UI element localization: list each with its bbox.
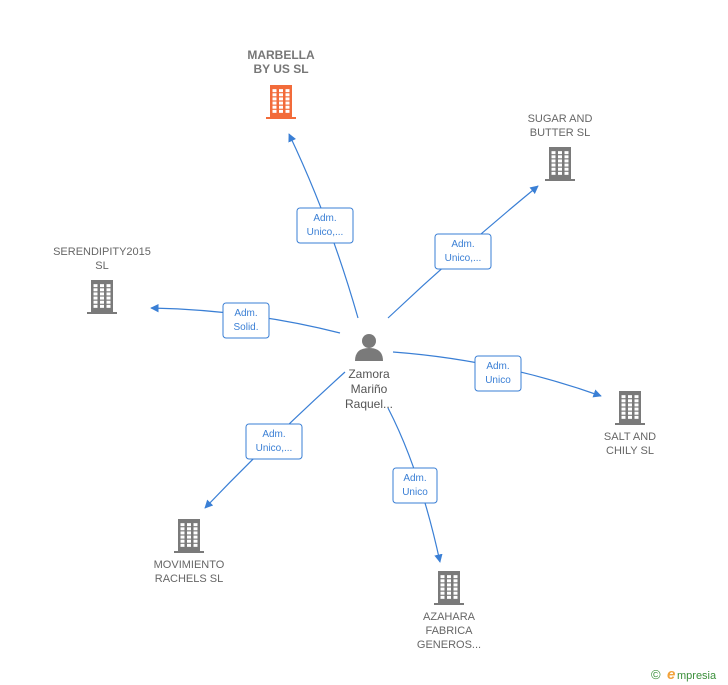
company-label: BUTTER SL bbox=[530, 127, 591, 139]
edge-label-text: Unico,... bbox=[307, 227, 344, 238]
edge-label-box[interactable] bbox=[296, 207, 354, 244]
building-icon bbox=[545, 147, 575, 181]
edge-label-box[interactable] bbox=[222, 302, 270, 339]
building-icon bbox=[615, 391, 645, 425]
edge-label-text: Adm. bbox=[313, 213, 336, 224]
company-node-movimiento[interactable]: MOVIMIENTO RACHELS SL bbox=[154, 519, 225, 585]
company-label: MARBELLA bbox=[247, 48, 315, 62]
edge-sugar[interactable]: Adm. Unico,... bbox=[387, 185, 539, 319]
copyright-symbol: © bbox=[651, 667, 661, 682]
edge-label-text: Unico bbox=[485, 375, 511, 386]
edge-label-text: Adm. bbox=[234, 308, 257, 319]
edge-salt[interactable]: Adm. Unico bbox=[392, 351, 602, 398]
edge-label-box[interactable] bbox=[245, 423, 303, 460]
edge-label-text: Unico,... bbox=[445, 253, 482, 264]
building-icon bbox=[434, 571, 464, 605]
brand-initial: e bbox=[667, 666, 675, 683]
footer-brand: © e mpresia bbox=[651, 666, 717, 683]
edge-azahara[interactable]: Adm. Unico bbox=[387, 407, 443, 563]
edge-label-text: Adm. bbox=[403, 473, 426, 484]
edge-label-text: Adm. bbox=[262, 429, 285, 440]
company-label: SALT AND bbox=[604, 431, 656, 443]
company-label: RACHELS SL bbox=[155, 573, 223, 585]
person-icon bbox=[355, 334, 383, 361]
company-label: SL bbox=[95, 260, 108, 272]
company-label: CHILY SL bbox=[606, 445, 654, 457]
company-label: SUGAR AND bbox=[528, 113, 593, 125]
edge-serendipity[interactable]: Adm. Solid. bbox=[150, 302, 341, 339]
person-label: Zamora bbox=[348, 367, 390, 381]
person-node[interactable]: ZamoraMariñoRaquel... bbox=[345, 334, 393, 411]
edge-label-text: Solid. bbox=[233, 322, 258, 333]
building-icon bbox=[174, 519, 204, 553]
person-label: Mariño bbox=[351, 382, 388, 396]
person-label: Raquel... bbox=[345, 397, 393, 411]
edge-label-text: Unico bbox=[402, 487, 428, 498]
edge-label-text: Unico,... bbox=[256, 443, 293, 454]
company-node-salt[interactable]: SALT AND CHILY SL bbox=[604, 391, 656, 457]
edge-movimiento[interactable]: Adm. Unico,... bbox=[204, 371, 346, 509]
company-node-azahara[interactable]: AZAHARA FABRICA GENEROS... bbox=[417, 571, 481, 651]
edge-label-box[interactable] bbox=[474, 355, 522, 392]
company-label: FABRICA bbox=[425, 625, 473, 637]
company-label: GENEROS... bbox=[417, 639, 481, 651]
edges-layer: Adm.Unico,...Adm.Unico,...Adm.Solid.Adm.… bbox=[150, 133, 602, 563]
brand-name: mpresia bbox=[677, 670, 717, 682]
building-icon bbox=[87, 280, 117, 314]
edge-label-text: Adm. bbox=[451, 239, 474, 250]
company-node-sugar[interactable]: SUGAR AND BUTTER SL bbox=[528, 113, 593, 181]
company-label: AZAHARA bbox=[423, 611, 476, 623]
company-label: BY US SL bbox=[253, 62, 308, 76]
edge-label-text: Adm. bbox=[486, 361, 509, 372]
company-label: MOVIMIENTO bbox=[154, 559, 225, 571]
building-icon bbox=[266, 85, 296, 119]
edge-marbella[interactable]: Adm. Unico,... bbox=[288, 133, 359, 319]
edge-label-box[interactable] bbox=[434, 233, 492, 270]
edge-label-box[interactable] bbox=[392, 467, 438, 504]
company-label: SERENDIPITY2015 bbox=[53, 246, 151, 258]
